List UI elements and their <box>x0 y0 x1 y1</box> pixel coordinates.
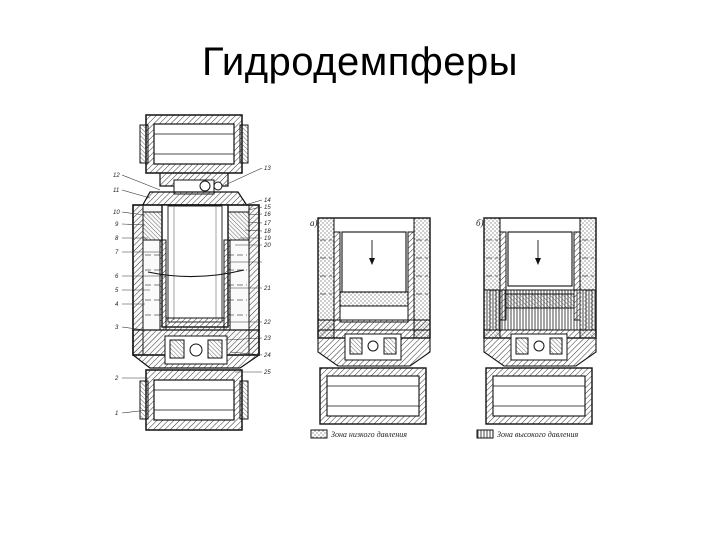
part-label: 4 <box>115 302 119 308</box>
part-label: 11 <box>113 188 119 194</box>
part-label: 6 <box>115 274 119 280</box>
legend-high-pressure: Зона высокого давления <box>497 430 578 439</box>
part-label: 25 <box>263 370 271 376</box>
part-label: 14 <box>264 198 271 204</box>
part-label: 2 <box>114 376 119 382</box>
slide-title: Гидродемпферы <box>201 40 519 84</box>
part-label: 15 <box>264 205 271 211</box>
view-b-label: б) <box>476 218 484 228</box>
part-label: 23 <box>263 336 271 342</box>
part-label: 12 <box>113 173 120 179</box>
legend-swatch-low <box>310 429 328 439</box>
legend-low-pressure: Зона низкого давления <box>331 430 407 439</box>
view-a-label: а) <box>310 218 318 228</box>
part-label: 18 <box>264 229 271 235</box>
part-label: 7 <box>115 250 119 256</box>
part-label: 24 <box>263 353 271 359</box>
right-part-labels: 13 14 15 16 17 18 19 20 21 22 23 24 25 <box>263 166 271 376</box>
part-label: 3 <box>115 325 119 331</box>
legend-swatch-high <box>476 429 494 439</box>
part-label: 21 <box>263 286 271 292</box>
part-label: 10 <box>113 210 120 216</box>
part-label: 5 <box>115 288 119 294</box>
view-a-section: а) Зона низкого давления <box>310 217 431 439</box>
part-label: 8 <box>115 236 119 242</box>
part-label: 9 <box>115 222 119 228</box>
view-b-section: б) Зона высокого давления <box>476 217 597 439</box>
full-damper-section <box>121 114 263 431</box>
left-part-labels: 12 11 10 9 8 7 6 5 4 3 2 1 <box>113 173 120 417</box>
part-label: 16 <box>264 212 271 218</box>
part-label: 22 <box>263 320 271 326</box>
part-label: 13 <box>264 166 271 172</box>
part-label: 17 <box>264 221 271 227</box>
part-label: 1 <box>115 411 118 417</box>
part-label: 19 <box>264 236 271 242</box>
part-label: 20 <box>263 243 271 249</box>
